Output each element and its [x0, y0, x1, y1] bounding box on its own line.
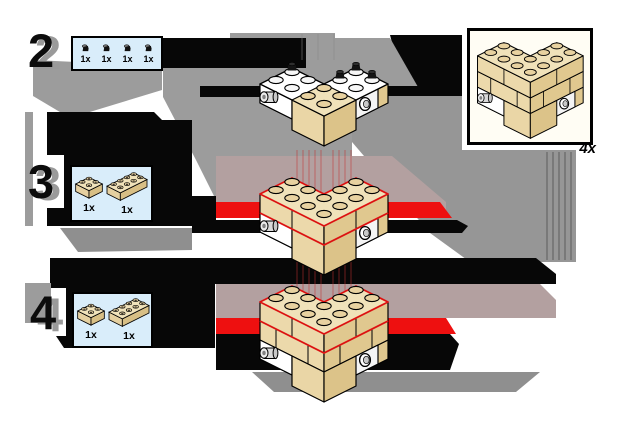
assembly-step-2-illustration — [259, 61, 389, 147]
part-count-label: 1x — [121, 203, 133, 216]
part-item: 1x — [104, 171, 150, 216]
assembly-step-3-illustration — [259, 177, 389, 276]
part-item: 1x — [101, 43, 112, 64]
part-item: 1x — [74, 173, 104, 214]
part-item: 1x — [76, 300, 106, 341]
mini-black-piece-icon — [102, 44, 110, 52]
assembly-step-4-illustration — [259, 285, 389, 403]
part-count-label: 1x — [122, 54, 133, 64]
mini-black-piece-icon — [81, 44, 89, 52]
part-count-label: 1x — [85, 328, 97, 341]
part-item: 1x — [106, 298, 152, 342]
part-item: 1x — [143, 43, 154, 64]
mini-black-piece-icon — [144, 44, 152, 52]
step-number-4: 4 — [30, 286, 56, 339]
submodule-illustration — [476, 42, 584, 139]
tan-brick-2x2-icon — [76, 303, 106, 326]
tan-brick-2x4-icon — [108, 298, 150, 328]
tan-brick-2x2-icon — [74, 176, 104, 199]
part-item: 1x — [80, 43, 91, 64]
part-count-label: 1x — [101, 54, 112, 64]
part-item: 1x — [122, 43, 133, 64]
repeat-count-label: 4x — [579, 140, 596, 157]
part-count-label: 1x — [80, 54, 91, 64]
parts-callout-step-3: 1x 1x — [70, 165, 153, 222]
step-number-2: 2 — [28, 24, 54, 77]
part-count-label: 1x — [83, 202, 95, 214]
submodule-repeat-box — [467, 28, 593, 145]
step-number-3: 3 — [28, 155, 54, 208]
tan-brick-2x4-icon — [106, 171, 148, 201]
parts-callout-step-4: 1x 1x — [72, 292, 153, 348]
parts-callout-step-2: 1x 1x 1x 1x — [71, 36, 163, 71]
mini-black-piece-icon — [123, 44, 131, 52]
part-count-label: 1x — [143, 54, 154, 64]
part-count-label: 1x — [123, 330, 135, 342]
